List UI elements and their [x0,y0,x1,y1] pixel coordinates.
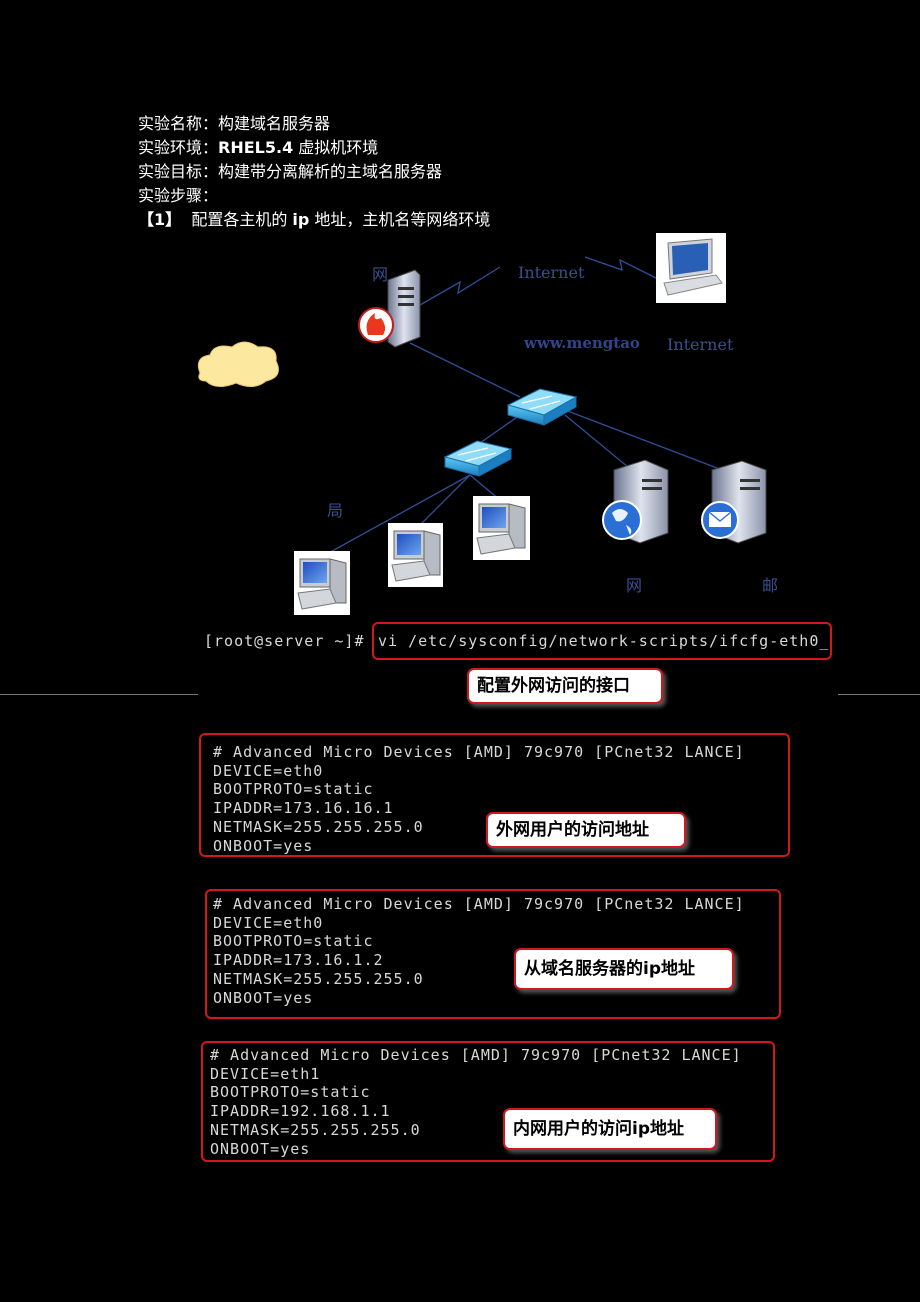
network-diagram: 网 Internet Internet www.mengtao 局 网 邮 [197,233,778,615]
callout-external-user-address: 外网用户的访问地址 [486,812,686,848]
pc-icon [294,551,350,615]
callout-internal-user-ip: 内网用户的访问ip地址 [503,1108,717,1150]
config-box-1 [199,733,790,857]
callout-slave-dns-ip: 从域名服务器的ip地址 [514,948,734,990]
shell-command: vi /etc/sysconfig/network-scripts/ifcfg-… [378,632,830,650]
core-switch-icon [506,388,578,426]
step-1: 【1】 配置各主机的 ip 地址，主机名等网络环境 [138,210,491,229]
callout-external-interface: 配置外网访问的接口 [467,668,663,704]
label-ju: 局 [327,501,343,520]
web-server-icon [602,459,669,544]
network-links [324,256,731,556]
experiment-goal: 实验目标：构建带分离解析的主域名服务器 [138,162,443,181]
cloud-icon [197,341,279,387]
label-www: www.mengtao [523,334,640,352]
label-wang-2: 网 [626,576,642,595]
experiment-environment: 实验环境：RHEL5.4 虚拟机环境 [138,138,379,157]
config-3-text: # Advanced Micro Devices [AMD] 79c970 [P… [210,1046,742,1158]
config-1-text: # Advanced Micro Devices [AMD] 79c970 [P… [213,743,745,855]
label-internet-top: Internet [518,263,585,282]
config-box-3 [201,1041,775,1162]
config-2-text: # Advanced Micro Devices [AMD] 79c970 [P… [213,895,745,1007]
laptop-icon [656,233,726,303]
shell-prompt: [root@server ~]# [204,632,365,650]
access-switch-icon [443,440,513,477]
page-divider-right [838,694,920,695]
pc-icon [388,523,443,587]
config-box-2 [205,889,781,1019]
page-divider-left [0,694,198,695]
firewall-server-icon [358,269,421,348]
pc-icon [473,496,530,560]
label-wang: 网 [372,265,388,284]
experiment-steps: 实验步骤： [138,186,219,205]
experiment-name: 实验名称：构建域名服务器 [138,114,331,133]
label-internet-right: Internet [667,335,734,354]
command-highlight [372,622,832,660]
mail-server-icon [701,460,767,544]
label-you: 邮 [762,576,778,595]
